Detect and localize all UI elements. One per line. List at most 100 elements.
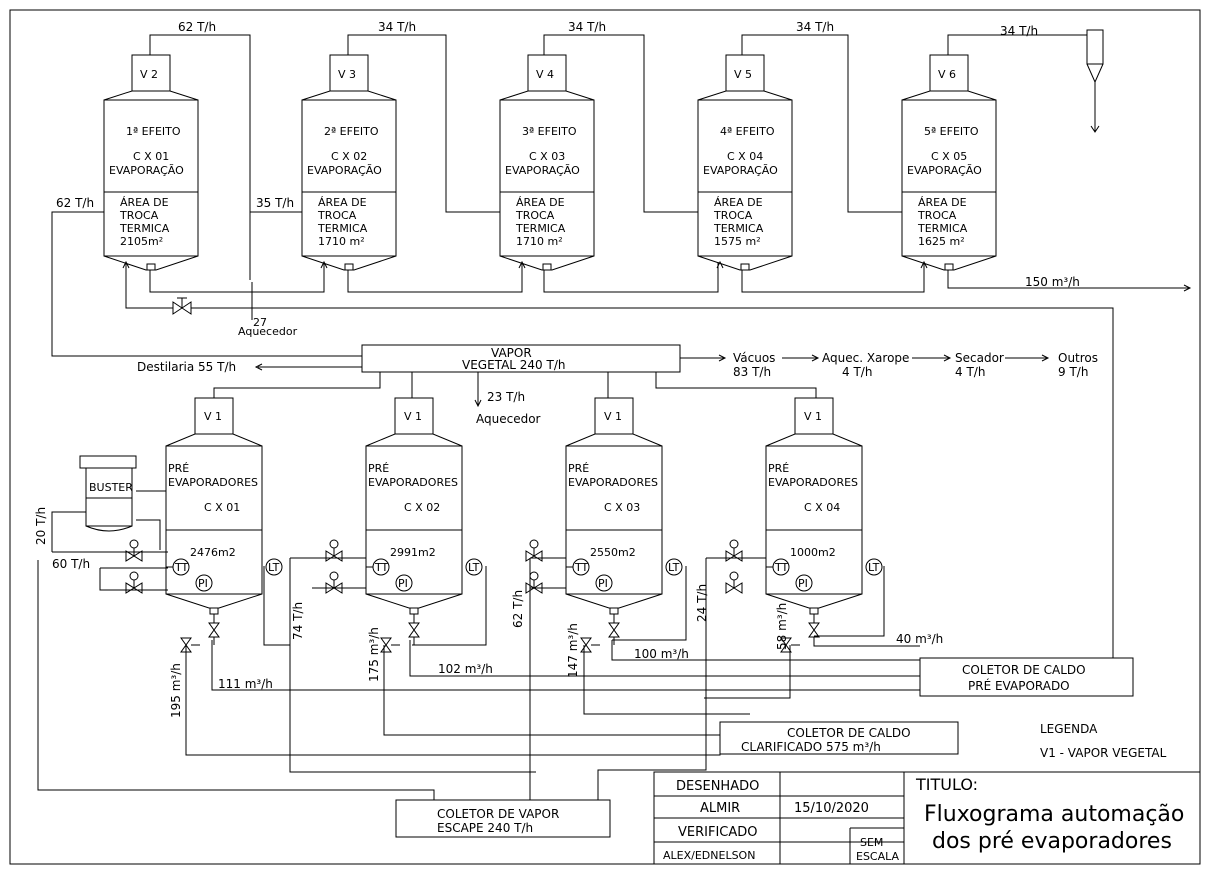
instrument-tt-icon[interactable]: TT [572, 558, 590, 576]
instrument-tag: TT [574, 561, 589, 574]
instrument-tag: LT [668, 561, 680, 574]
effect-label: 5ª EFEITO [924, 125, 979, 138]
consumer-flow: 4 T/h [842, 365, 872, 379]
area-value: 1625 m² [918, 235, 965, 248]
effect-label: 3ª EFEITO [522, 125, 577, 138]
instrument-tt-icon[interactable]: TT [772, 558, 790, 576]
vapor-label: V 1 [404, 410, 422, 423]
valve-icon[interactable] [608, 622, 620, 638]
pre-label: EVAPORADORES [168, 476, 258, 489]
flow-label: 147 m³/h [566, 623, 580, 678]
pre-label: PRÉ [168, 462, 189, 475]
area-value: 2476m2 [190, 546, 236, 559]
instrument-lt-icon[interactable]: LT [665, 558, 683, 576]
title-block-label: VERIFICADO [678, 825, 758, 840]
instrument-pi-icon[interactable]: PI [195, 574, 213, 592]
instrument-lt-icon[interactable]: LT [265, 558, 283, 576]
area-value: 2550m2 [590, 546, 636, 559]
buster-tank [79, 455, 137, 532]
drawing-title: dos pré evaporadores [932, 829, 1172, 854]
collector-label: PRÉ EVAPORADO [968, 678, 1070, 693]
area-label: ÁREA DE [120, 196, 169, 209]
flow-label: 23 T/h [487, 390, 525, 404]
title-block-value: ALEX/EDNELSON [663, 849, 755, 862]
valve-icon[interactable] [808, 622, 820, 638]
collector-label: ESCAPE 240 T/h [437, 821, 533, 835]
area-label: TROCA [317, 209, 357, 222]
valve-icon[interactable] [125, 539, 143, 562]
valve-icon[interactable] [208, 622, 220, 638]
legend-title: LEGENDA [1040, 722, 1098, 736]
title-block-date: 15/10/2020 [794, 801, 869, 816]
area-label: TROCA [713, 209, 753, 222]
valve-icon[interactable] [180, 637, 200, 653]
instrument-pi-icon[interactable]: PI [795, 574, 813, 592]
instrument-tt-icon[interactable]: TT [372, 558, 390, 576]
flow-label: 150 m³/h [1025, 275, 1080, 289]
destilaria-label: Destilaria 55 T/h [137, 360, 236, 374]
collector-clarified [719, 721, 959, 755]
title-block-scale: ESCALA [856, 850, 900, 863]
area-label: TERMICA [713, 222, 764, 235]
area-value: 1710 m² [516, 235, 563, 248]
flow-label: 100 m³/h [634, 647, 689, 661]
kind-label: EVAPORAÇÃO [109, 164, 184, 177]
buster-label: BUSTER [89, 481, 133, 494]
instrument-tag: LT [868, 561, 880, 574]
header-label: VAPOR [491, 346, 532, 360]
effect-label: 4ª EFEITO [720, 125, 775, 138]
title-block-label: TITULO: [915, 775, 978, 794]
consumer-name: Secador [955, 351, 1004, 365]
area-label: TERMICA [917, 222, 968, 235]
instrument-pi-icon[interactable]: PI [595, 574, 613, 592]
effect-label: 2ª EFEITO [324, 125, 379, 138]
instrument-tag: PI [798, 577, 808, 590]
collector-label: CLARIFICADO 575 m³/h [741, 740, 881, 754]
instrument-tag: PI [398, 577, 408, 590]
valve-icon[interactable] [325, 571, 343, 594]
valve-icon[interactable] [172, 297, 192, 315]
valve-icon[interactable] [780, 637, 800, 653]
collector-steam [395, 799, 611, 838]
title-block-value: ALMIR [700, 801, 740, 816]
top-vapor-lines [51, 34, 1090, 357]
consumer-flow: 83 T/h [733, 365, 771, 379]
instrument-tt-icon[interactable]: TT [172, 558, 190, 576]
flow-label: 34 T/h [796, 20, 834, 34]
collector-pre-evaporated [919, 657, 1134, 697]
pre-label: EVAPORADORES [568, 476, 658, 489]
flow-label: 24 T/h [695, 584, 709, 622]
pre-label: PRÉ [768, 462, 789, 475]
area-label: TERMICA [119, 222, 170, 235]
area-value: 1575 m² [714, 235, 761, 248]
cx-label: C X 03 [604, 501, 640, 514]
aquecedor-label: Aquecedor [476, 412, 541, 426]
instrument-tag: TT [374, 561, 389, 574]
vapor-label: V 3 [338, 68, 356, 81]
valve-icon[interactable] [408, 622, 420, 638]
area-label: TROCA [119, 209, 159, 222]
drawing-title: Fluxograma automação [924, 802, 1184, 827]
cx-label: C X 01 [204, 501, 240, 514]
area-label: TROCA [515, 209, 555, 222]
cx-label: C X 02 [331, 150, 367, 163]
cx-label: C X 01 [133, 150, 169, 163]
area-value: 2105m² [120, 235, 163, 248]
kind-label: EVAPORAÇÃO [703, 164, 778, 177]
valve-icon[interactable] [525, 571, 543, 594]
instrument-lt-icon[interactable]: LT [865, 558, 883, 576]
cx-label: C X 05 [931, 150, 967, 163]
instrument-pi-icon[interactable]: PI [395, 574, 413, 592]
valve-icon[interactable] [725, 571, 743, 594]
instrument-lt-icon[interactable]: LT [465, 558, 483, 576]
flow-label: 175 m³/h [367, 627, 381, 682]
